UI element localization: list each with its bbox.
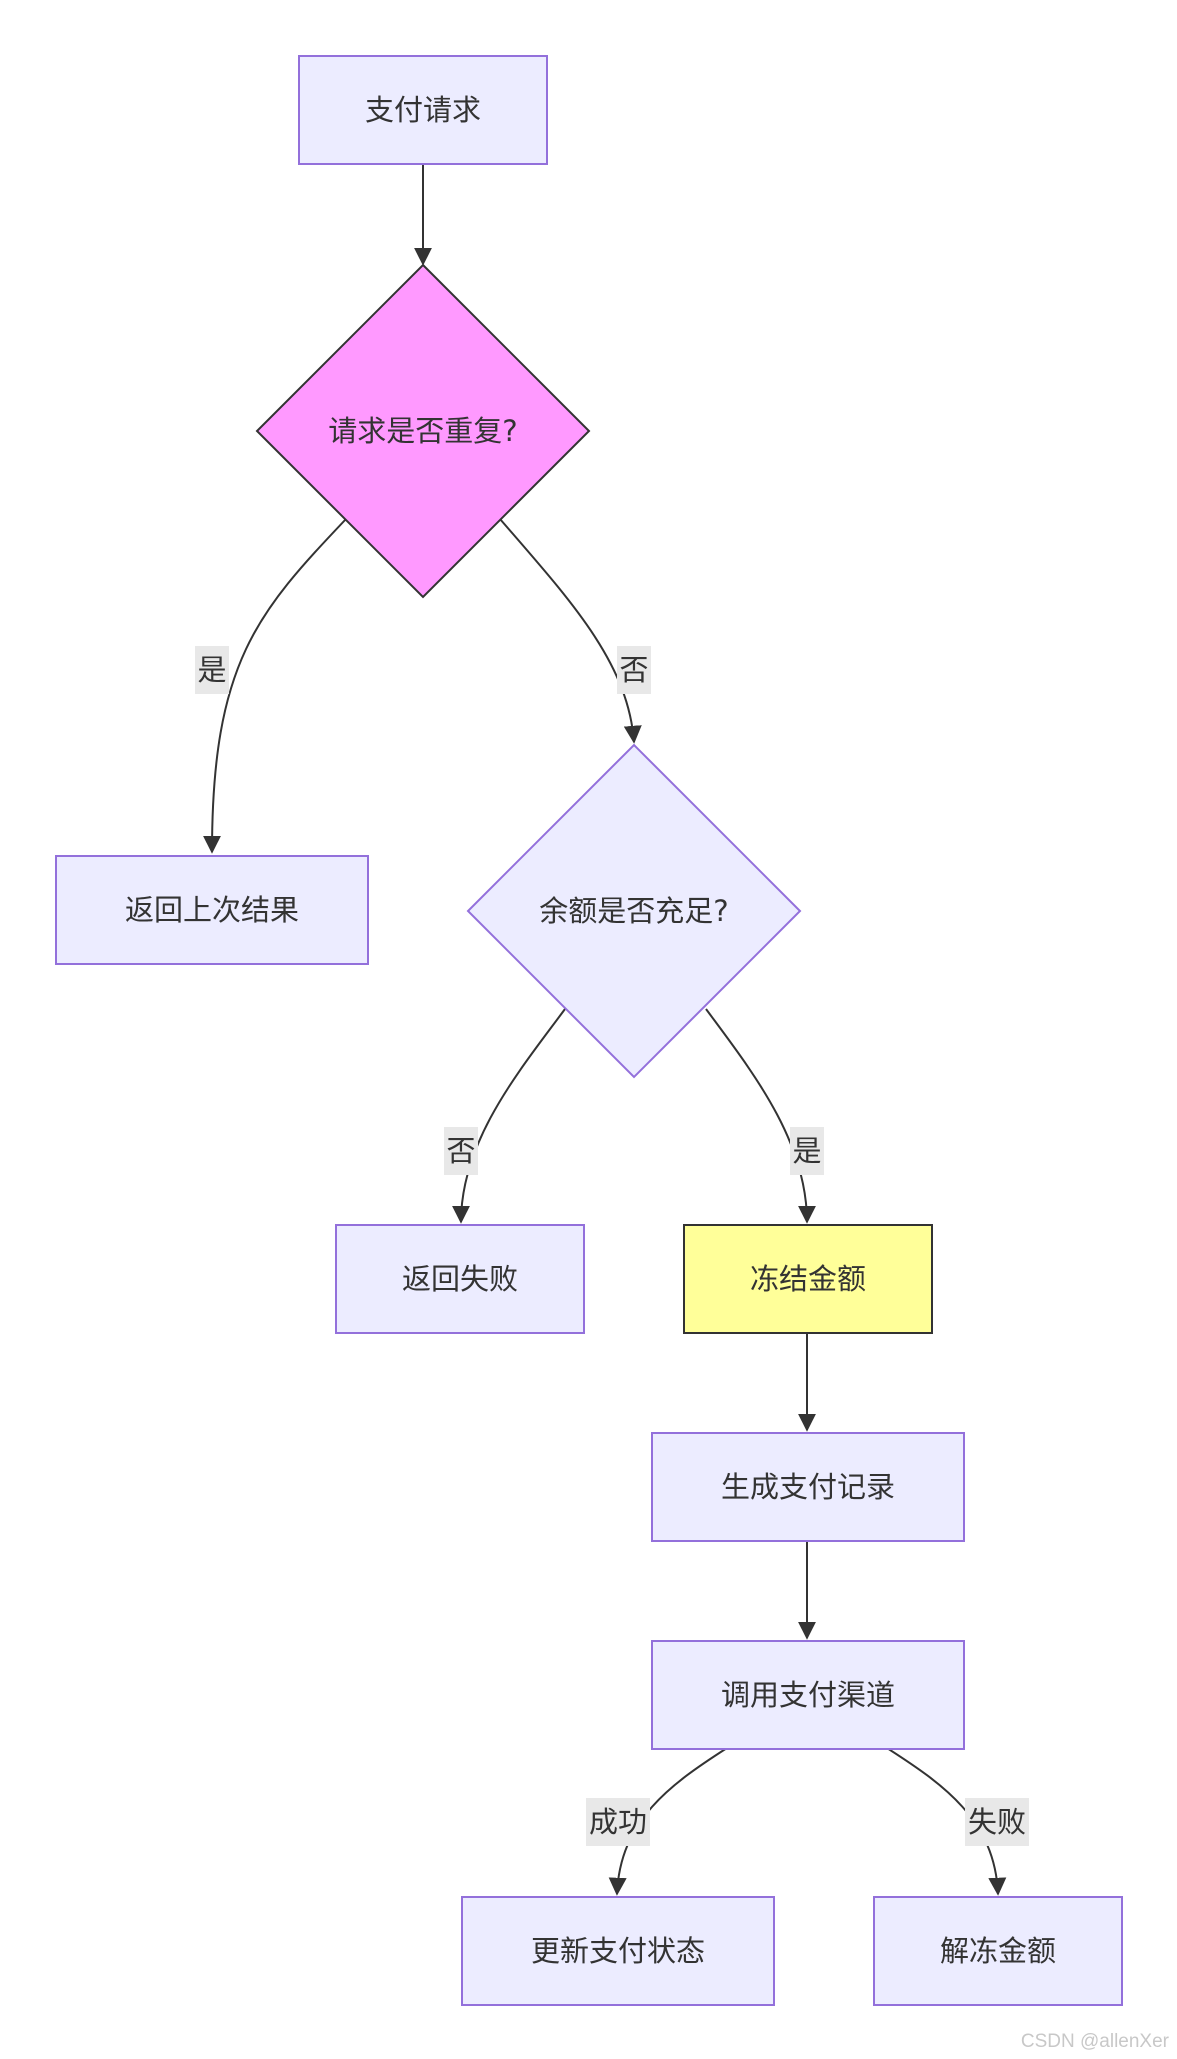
node-call-payment-channel: 调用支付渠道 [651,1640,965,1750]
watermark: CSDN @allenXer [1020,2031,1169,2052]
svg-text:解冻金额: 解冻金额 [940,1934,1056,1968]
edge-label-balance-no: 否 [446,1134,475,1168]
svg-text:返回失败: 返回失败 [402,1262,518,1296]
svg-text:冻结金额: 冻结金额 [750,1262,866,1296]
node-freeze-amount: 冻结金额 [683,1224,933,1334]
svg-text:支付请求: 支付请求 [365,93,481,127]
edge-label-bg-dup-yes [195,646,229,694]
edge-label-channel-success: 成功 [589,1805,647,1839]
node-update-payment-status: 更新支付状态 [461,1896,775,2006]
node-payment-request: 支付请求 [298,55,548,165]
svg-text:调用支付渠道: 调用支付渠道 [721,1678,895,1712]
svg-text:返回上次结果: 返回上次结果 [125,893,299,927]
edge-label-bg-channel-fail [965,1798,1029,1846]
node-duplicate-check: 请求是否重复? [255,263,591,599]
edge-label-dup-no: 否 [619,653,648,687]
node-return-last-result: 返回上次结果 [55,855,369,965]
edge-label-dup-yes: 是 [197,653,226,687]
edge-label-channel-fail: 失败 [968,1805,1026,1839]
node-return-failure: 返回失败 [335,1224,585,1334]
edge-dup-no [499,518,642,744]
edge-label-bg-balance-yes [790,1127,824,1175]
edge-balance-yes [705,1008,816,1224]
edge-label-bg-channel-success [586,1798,650,1846]
node-unfreeze-amount: 解冻金额 [873,1896,1123,2006]
edge-label-bg-dup-no [617,646,651,694]
edge-dup-yes [203,518,347,854]
svg-text:请求是否重复?: 请求是否重复? [328,414,517,448]
svg-text:生成支付记录: 生成支付记录 [721,1470,895,1504]
node-balance-check: 余额是否充足? [466,743,802,1079]
edge-channel-success [608,1747,728,1896]
edge-channel-fail [886,1747,1007,1896]
svg-text:更新支付状态: 更新支付状态 [531,1934,705,1968]
node-create-payment-record: 生成支付记录 [651,1432,965,1542]
edge-label-bg-balance-no [444,1127,478,1175]
edge-balance-no [452,1008,566,1224]
edge-label-balance-yes: 是 [792,1134,821,1168]
svg-text:余额是否充足?: 余额是否充足? [539,894,728,928]
